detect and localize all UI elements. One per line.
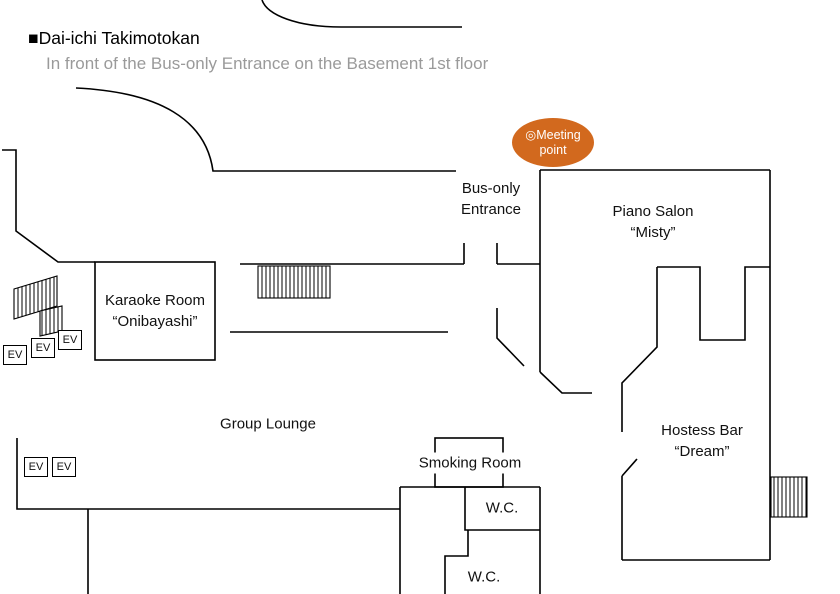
stairs-group bbox=[13, 265, 808, 518]
stairs-left-upper-icon bbox=[13, 275, 58, 320]
upper-curve-wall bbox=[75, 87, 456, 172]
label-wc-lower: W.C. bbox=[467, 568, 501, 586]
hostess-left-wall-upper bbox=[621, 267, 658, 432]
meeting-point-line1: ◎Meeting bbox=[525, 127, 581, 142]
label-wc-upper: W.C. bbox=[485, 499, 519, 517]
karaoke-room-outline bbox=[94, 261, 216, 361]
map-subtitle: In front of the Bus-only Entrance on the… bbox=[46, 54, 489, 73]
wc-upper-wall bbox=[464, 487, 540, 531]
left-upper-wall bbox=[2, 149, 95, 263]
stairs-center-icon bbox=[257, 265, 331, 299]
label-hostess-bar-line1: Hostess Bar bbox=[661, 422, 743, 439]
label-piano-salon: Piano Salon “Misty” bbox=[613, 201, 694, 243]
wall-lines bbox=[2, 0, 771, 594]
label-bus-entrance-line1: Bus-only bbox=[461, 180, 521, 197]
label-group-lounge: Group Lounge bbox=[220, 415, 316, 433]
label-piano-salon-line2: “Misty” bbox=[630, 224, 676, 241]
elevator-box: EV bbox=[24, 457, 48, 477]
elevator-box: EV bbox=[52, 457, 76, 477]
entrance-corridor-wall bbox=[240, 243, 540, 265]
piano-salon-outline bbox=[539, 169, 771, 561]
label-hostess-bar: Hostess Bar “Dream” bbox=[661, 420, 743, 462]
stairs-right-icon bbox=[770, 476, 808, 518]
lounge-door-swing bbox=[496, 308, 525, 367]
elevator-box: EV bbox=[3, 345, 27, 365]
label-bus-entrance-line2: Entrance bbox=[460, 201, 522, 218]
label-hostess-bar-line2: “Dream” bbox=[674, 443, 730, 460]
label-piano-salon-line1: Piano Salon bbox=[612, 203, 694, 220]
salon-notch-wall bbox=[657, 266, 770, 341]
label-karaoke-room: Karaoke Room “Onibayashi” bbox=[105, 290, 205, 332]
wc-lower-wall bbox=[444, 530, 469, 594]
elevator-box: EV bbox=[31, 338, 55, 358]
top-curve-wall bbox=[261, 0, 462, 28]
meeting-point-badge: ◎Meeting point bbox=[512, 118, 594, 167]
meeting-point-line2: point bbox=[539, 142, 567, 157]
label-smoking-room: Smoking Room bbox=[415, 452, 525, 474]
elevator-box: EV bbox=[58, 330, 82, 350]
lounge-bottom-wall bbox=[16, 438, 400, 594]
label-bus-entrance: Bus-only Entrance bbox=[461, 178, 521, 220]
map-title: ■Dai-ichi Takimotokan bbox=[28, 28, 200, 48]
label-karaoke-room-line2: “Onibayashi” bbox=[112, 313, 198, 330]
salon-lower-jog-wall bbox=[539, 371, 592, 394]
label-karaoke-room-line1: Karaoke Room bbox=[104, 292, 206, 309]
hostess-door-swing bbox=[621, 458, 638, 560]
